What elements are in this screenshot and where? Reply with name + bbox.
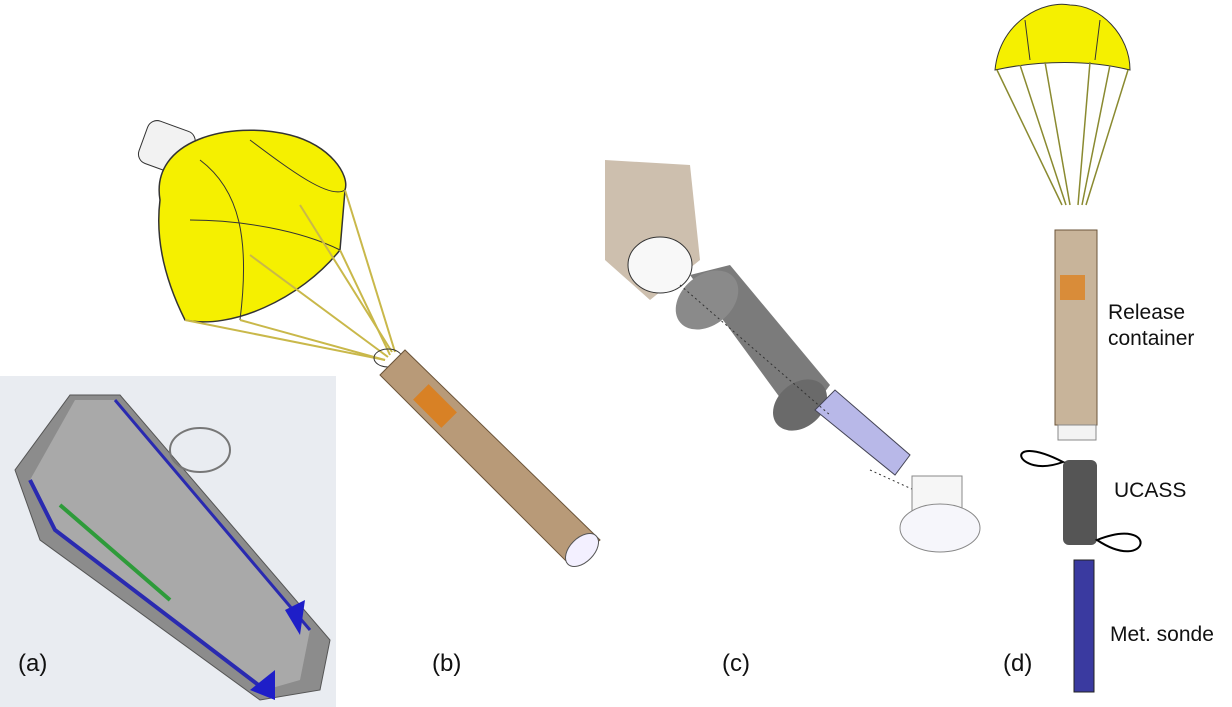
panel-label-c: (c) [722, 650, 750, 677]
annotation-release-container: Release container [1108, 300, 1194, 352]
panel-a-cutaway-render [0, 376, 336, 707]
annotation-ucass: UCASS [1114, 479, 1187, 502]
panel-label-b: (b) [432, 650, 462, 677]
panel-d-assembly-render [994, 3, 1142, 693]
annotation-release-line1: Release [1108, 301, 1186, 324]
annotation-release-line2: container [1108, 327, 1195, 350]
panel-label-d: (d) [1003, 650, 1033, 677]
panel-c-exploded-render [605, 160, 981, 553]
panel-b-parachute-render [137, 120, 601, 567]
panel-label-a: (a) [18, 650, 48, 677]
annotation-met-sonde: Met. sonde [1110, 623, 1214, 646]
